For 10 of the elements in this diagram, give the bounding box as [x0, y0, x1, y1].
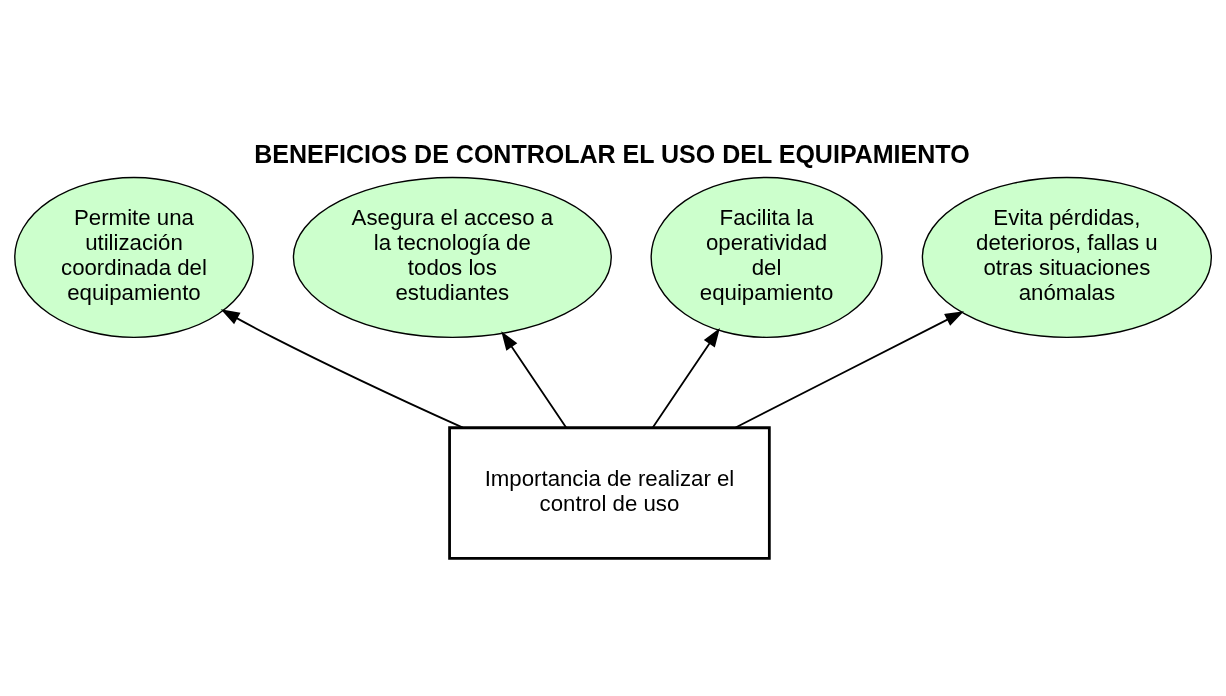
diagram-title: BENEFICIOS DE CONTROLAR EL USO DEL EQUIPAMIENTO — [254, 139, 970, 168]
arrow — [734, 310, 964, 428]
arrow — [501, 330, 567, 428]
arrow — [651, 327, 720, 428]
node-ellipse: Permite una utilización coordinada del equipamiento — [14, 176, 254, 338]
node-box: Importancia de realizar el control de uso — [448, 425, 771, 560]
arrow — [220, 308, 464, 429]
node-ellipse: Asegura el acceso a la tecnología de todos los estudiantes — [292, 176, 612, 338]
node-ellipse: Facilita la operatividad del equipamiento — [650, 176, 883, 338]
node-ellipse: Evita pérdidas, deterioros, fallas u otras situaciones anómalas — [921, 176, 1213, 338]
